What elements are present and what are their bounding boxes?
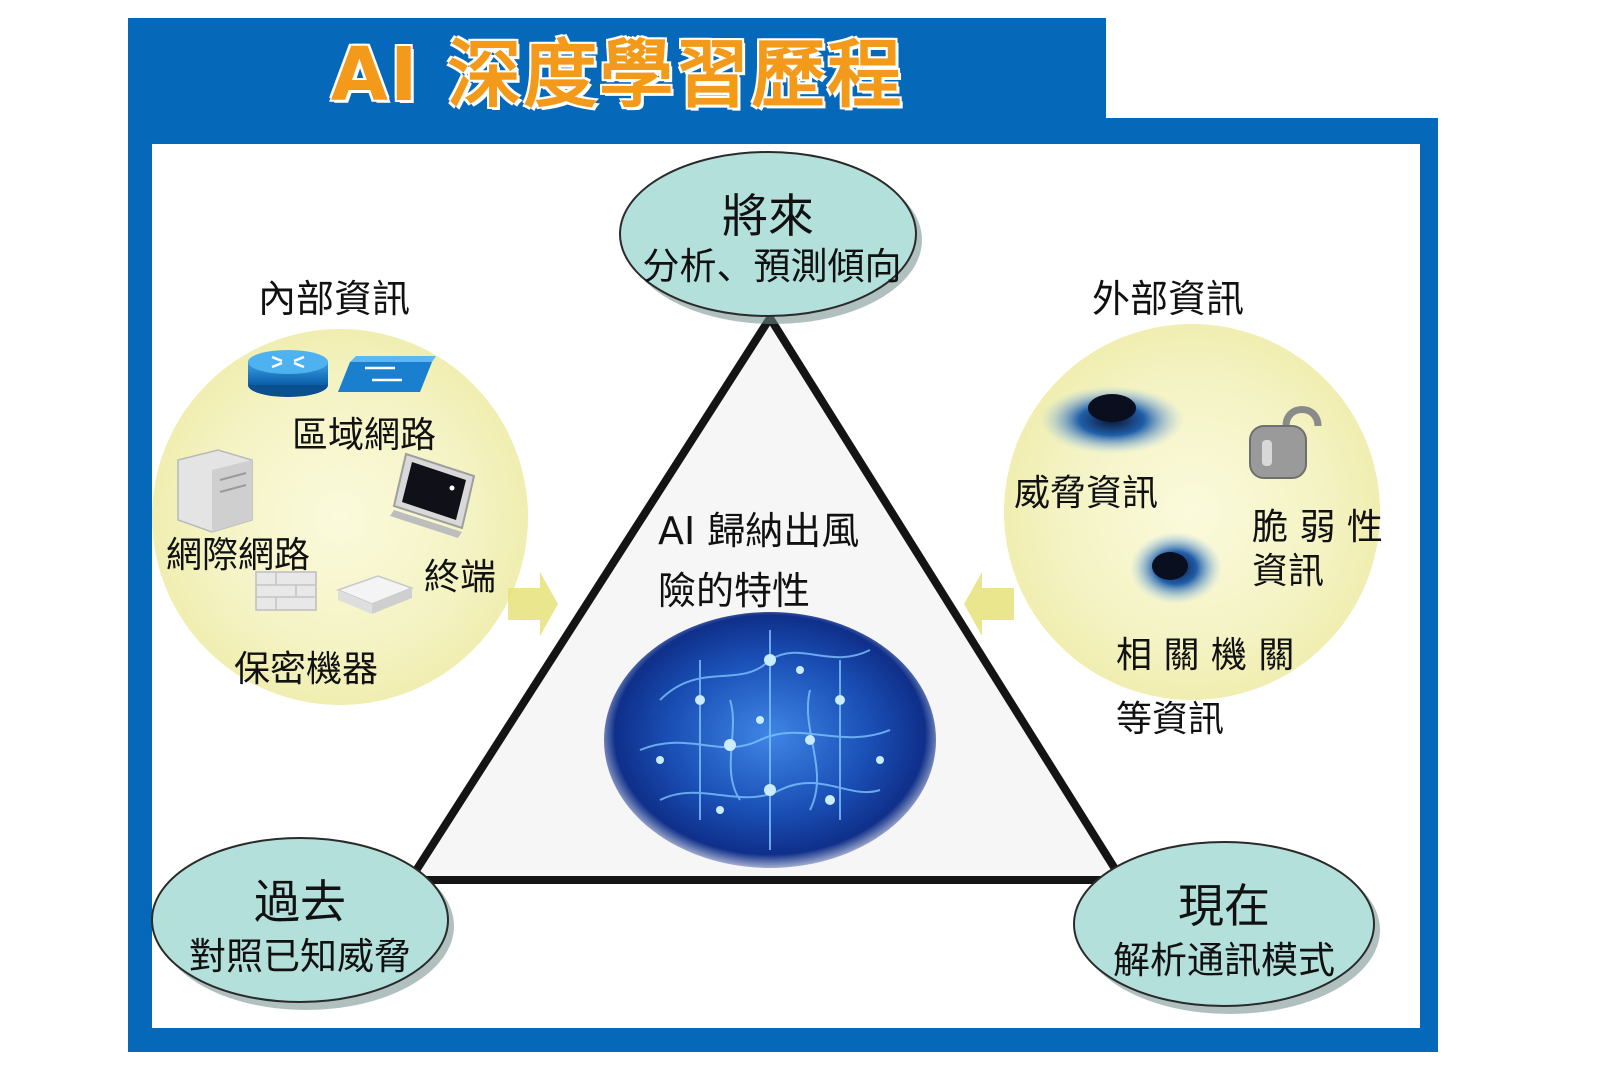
internal-info-heading: 內部資訊 <box>258 277 411 321</box>
firewall-icon <box>255 571 317 611</box>
secure-device-label: 保密機器 <box>234 649 379 690</box>
internet-label: 網際網路 <box>166 535 311 576</box>
threat-info-label: 威脅資訊 <box>1014 473 1159 514</box>
center-text-line2: 險的特性 <box>658 569 811 613</box>
arrow-icon <box>964 572 1014 636</box>
internal-info-bubble <box>152 329 528 705</box>
center-text-line1: AI 歸納出風 <box>658 509 860 553</box>
monitor-icon <box>390 452 476 538</box>
future-subtitle: 分析、預測傾向 <box>642 245 902 288</box>
appliance-icon <box>335 575 415 614</box>
arrow-icon <box>508 572 558 636</box>
server-icon <box>177 449 253 533</box>
brain-circuit-icon <box>604 612 936 868</box>
switch-icon <box>338 356 436 392</box>
present-node <box>1073 841 1375 1007</box>
past-node <box>151 837 449 1003</box>
past-subtitle: 對照已知威脅 <box>189 935 411 978</box>
vulnerability-label-line2: 資訊 <box>1252 551 1325 592</box>
future-title: 將來 <box>722 189 814 243</box>
eye-icon <box>1130 532 1222 604</box>
page-title: AI 深度學習歷程 <box>330 31 904 118</box>
vulnerability-label-line1: 脆 弱 性 <box>1252 507 1383 548</box>
title-bar: AI 深度學習歷程 <box>128 18 1106 118</box>
present-title: 現在 <box>1178 879 1270 933</box>
future-node <box>619 151 917 317</box>
present-subtitle: 解析通訊模式 <box>1113 939 1335 982</box>
past-title: 過去 <box>254 875 346 929</box>
risk-triangle <box>406 314 1126 884</box>
lan-label: 區域網路 <box>292 415 437 456</box>
external-info-heading: 外部資訊 <box>1092 277 1245 321</box>
agency-label-line2: 等資訊 <box>1116 699 1225 740</box>
agency-label-line1: 相 關 機 關 <box>1116 635 1295 676</box>
padlock-icon <box>1249 406 1322 479</box>
terminal-label: 終端 <box>424 557 497 598</box>
eye-icon <box>1040 386 1184 454</box>
router-icon <box>248 350 328 397</box>
